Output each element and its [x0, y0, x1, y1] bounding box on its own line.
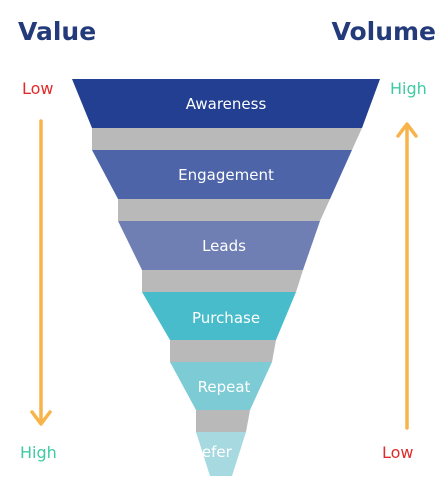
stage-leads: Leads — [118, 221, 320, 270]
stage-shape — [72, 79, 380, 128]
stage-repeat: Repeat — [170, 362, 272, 410]
stage-shape — [92, 150, 352, 199]
stage-engagement: Engagement — [92, 150, 352, 199]
left-axis-top-label: Low — [22, 79, 54, 98]
stage-label: Purchase — [192, 309, 260, 327]
stage-shape — [142, 292, 296, 340]
stage-purchase: Purchase — [142, 292, 296, 340]
stage-label: Engagement — [178, 166, 274, 184]
stage-shape — [118, 221, 320, 270]
stage-refer: Refer — [192, 432, 246, 476]
value-heading: Value — [18, 17, 96, 46]
stage-shadow-1 — [92, 128, 362, 150]
left-axis-bottom-label: High — [20, 443, 57, 462]
stage-label: Repeat — [198, 378, 251, 396]
left-axis-arrow-head — [30, 410, 52, 426]
stage-shadow-5 — [196, 410, 250, 432]
right-axis-bottom-label: Low — [382, 443, 414, 462]
stage-shadow-2 — [118, 199, 330, 221]
stage-shadow-4 — [170, 340, 276, 362]
stage-label: Leads — [202, 237, 246, 255]
stage-shape — [170, 362, 272, 410]
stage-awareness: Awareness — [72, 79, 380, 128]
stage-label: Refer — [192, 443, 232, 461]
stage-shape — [196, 432, 246, 476]
stage-label: Awareness — [186, 95, 267, 113]
volume-heading: Volume — [331, 17, 436, 46]
right-axis-arrow-head — [396, 122, 418, 138]
stage-shadow-3 — [142, 270, 303, 292]
right-axis-top-label: High — [390, 79, 427, 98]
